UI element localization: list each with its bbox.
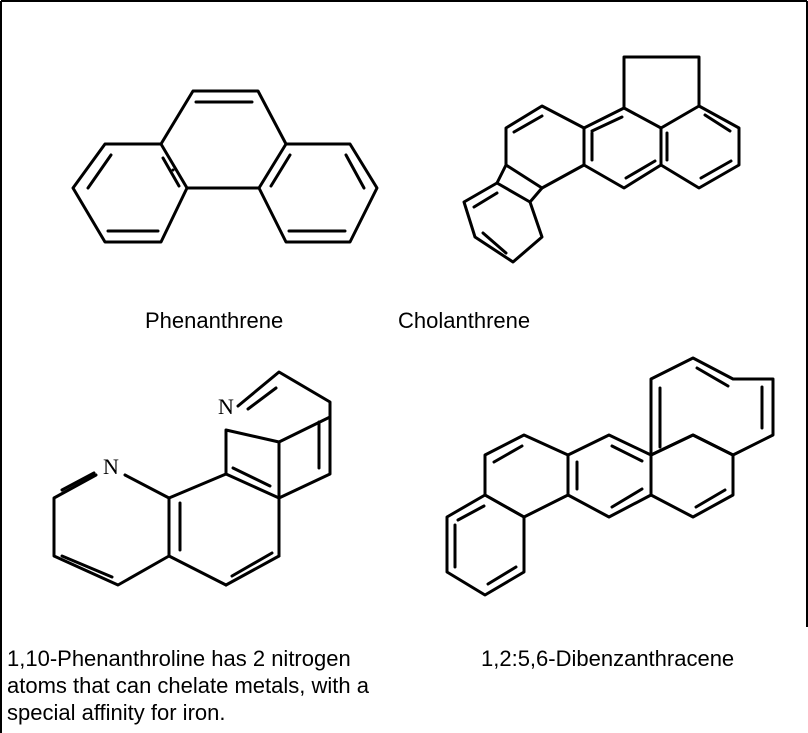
cholanthrene-cyclopenta [622, 55, 701, 110]
phenanthrene-ring-middle [159, 89, 288, 146]
cholanthrene-structure [462, 55, 741, 264]
phenanthroline-ring-left [52, 473, 171, 587]
atom-label-n-left: N [103, 454, 119, 479]
dibenzanthracene-ring-b [483, 433, 570, 519]
cholanthrene-ring-d [659, 104, 741, 190]
caption-dibenzanthracene: 1,2:5,6-Dibenzanthracene [481, 646, 735, 671]
cholanthrene-ring-b [504, 104, 586, 190]
dibenzanthracene-ring-e [649, 356, 775, 457]
cholanthrene-ring-c [582, 106, 663, 190]
caption-cholanthrene: Cholanthrene [398, 308, 531, 333]
phenanthrene-ring-left [71, 142, 189, 244]
phenanthrene-ring-right [257, 142, 379, 244]
caption-phenanthroline: 1,10-Phenanthroline has 2 nitrogen atoms… [7, 646, 369, 725]
phenanthroline-structure [52, 370, 332, 587]
atom-label-n-top: N [218, 394, 234, 419]
dibenzanthracene-ring-c [566, 433, 653, 519]
caption-phenanthrene: Phenanthrene [145, 308, 284, 333]
phenanthrene-structure [71, 89, 379, 244]
dibenzanthracene-structure [445, 356, 775, 597]
phenanthroline-n1-ring [236, 370, 332, 419]
